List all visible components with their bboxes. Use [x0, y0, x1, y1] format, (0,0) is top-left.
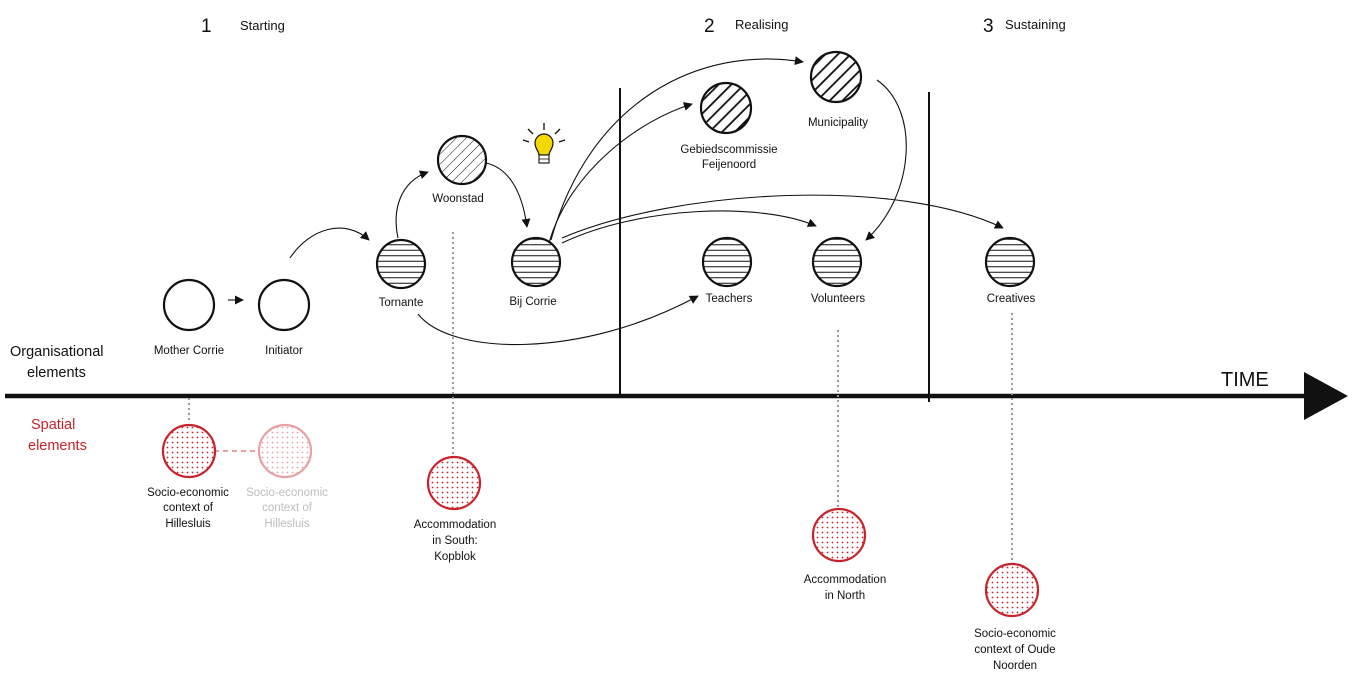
node-label: Teachers [706, 293, 753, 305]
phase-name: Realising [735, 17, 788, 32]
spatial-label-line1: Spatial [31, 417, 75, 433]
node-label-line1: Socio-economic [147, 487, 229, 499]
org-node-initiator: Initiator [257, 278, 311, 357]
phase-number: 3 [983, 16, 994, 37]
node-label-line1: Socio-economic [246, 487, 328, 499]
org-node-volunteers: Volunteers [811, 236, 866, 305]
org-node-woonstad: Woonstad [432, 134, 488, 205]
time-label: TIME [1221, 369, 1269, 391]
time-axis-arrowhead [1304, 372, 1348, 420]
node-label-line2: context of Oude [974, 644, 1055, 656]
spatial-label-line2: elements [28, 438, 87, 454]
node-label-line2: context of [163, 502, 214, 514]
node-label-line3: Hillesluis [264, 518, 310, 530]
arrow-tornante-to-woonstad [395, 170, 429, 239]
phase-name: Starting [240, 18, 285, 33]
node-label: Municipality [808, 117, 868, 129]
phase-2-heading: 2 Realising [704, 16, 788, 37]
node-label: Initiator [265, 345, 303, 357]
arrow-tornante-to-teachers [417, 295, 699, 345]
node-label-line1: Accommodation [804, 574, 886, 586]
org-node-creatives: Creatives [984, 236, 1036, 305]
spatial-node-hillesluis-faded: Socio-economic context of Hillesluis [246, 423, 328, 530]
arrow-to-volunteers [561, 210, 817, 244]
org-node-teachers: Teachers [701, 236, 753, 305]
arrow-woonstad-to-bijcorrie [485, 162, 531, 228]
org-node-tornante: Tornante [375, 238, 427, 309]
node-label: Bij Corrie [509, 296, 556, 308]
node-label-line1: Accommodation [414, 519, 496, 531]
node-label: Woonstad [432, 193, 484, 205]
node-label-line2: in North [825, 590, 865, 602]
phase-number: 1 [201, 16, 212, 37]
node-label-line3: Hillesluis [165, 518, 211, 530]
phase-3-heading: 3 Sustaining [983, 16, 1066, 37]
relation-arrows [228, 56, 1004, 345]
node-label-line1: Socio-economic [974, 628, 1056, 640]
spatial-node-oude-noorden: Socio-economic context of Oude Noorden [974, 562, 1056, 672]
phase-name: Sustaining [1005, 17, 1066, 32]
node-label-line1: Gebiedscommissie [680, 144, 777, 156]
lightbulb-icon [522, 123, 566, 164]
spatial-node-north: Accommodation in North [804, 507, 886, 602]
arrow-to-creatives [561, 194, 1004, 239]
spatial-node-south: Accommodation in South: Kopblok [414, 455, 496, 563]
node-label-line2: context of [262, 502, 313, 514]
org-node-gebiedscommissie: Gebiedscommissie Feijenoord [680, 81, 778, 171]
node-label: Tornante [379, 297, 424, 309]
arrow-initiator-to-tornante [289, 227, 370, 259]
org-node-mother-corrie: Mother Corrie [154, 278, 224, 357]
node-label: Creatives [987, 293, 1036, 305]
node-label: Volunteers [811, 293, 866, 305]
phase-1-heading: 1 Starting [201, 16, 285, 37]
dotted-connectors [188, 232, 1013, 563]
arrow-to-gebiedscommissie [548, 102, 693, 244]
organisational-label-line2: elements [27, 365, 86, 381]
org-node-bij-corrie: Bij Corrie [509, 236, 562, 308]
spatial-node-hillesluis: Socio-economic context of Hillesluis [147, 423, 229, 530]
phase-number: 2 [704, 16, 715, 37]
org-node-municipality: Municipality [808, 50, 868, 129]
node-label: Mother Corrie [154, 345, 224, 357]
node-label-line3: Kopblok [434, 551, 476, 563]
arrow-municipality-to-volunteers [865, 79, 907, 241]
organisational-label-line1: Organisational [10, 344, 104, 360]
node-label-line2: in South: [432, 535, 477, 547]
node-label-line3: Noorden [993, 660, 1037, 672]
arrow-to-municipality [550, 56, 804, 241]
node-label-line2: Feijenoord [702, 159, 756, 171]
